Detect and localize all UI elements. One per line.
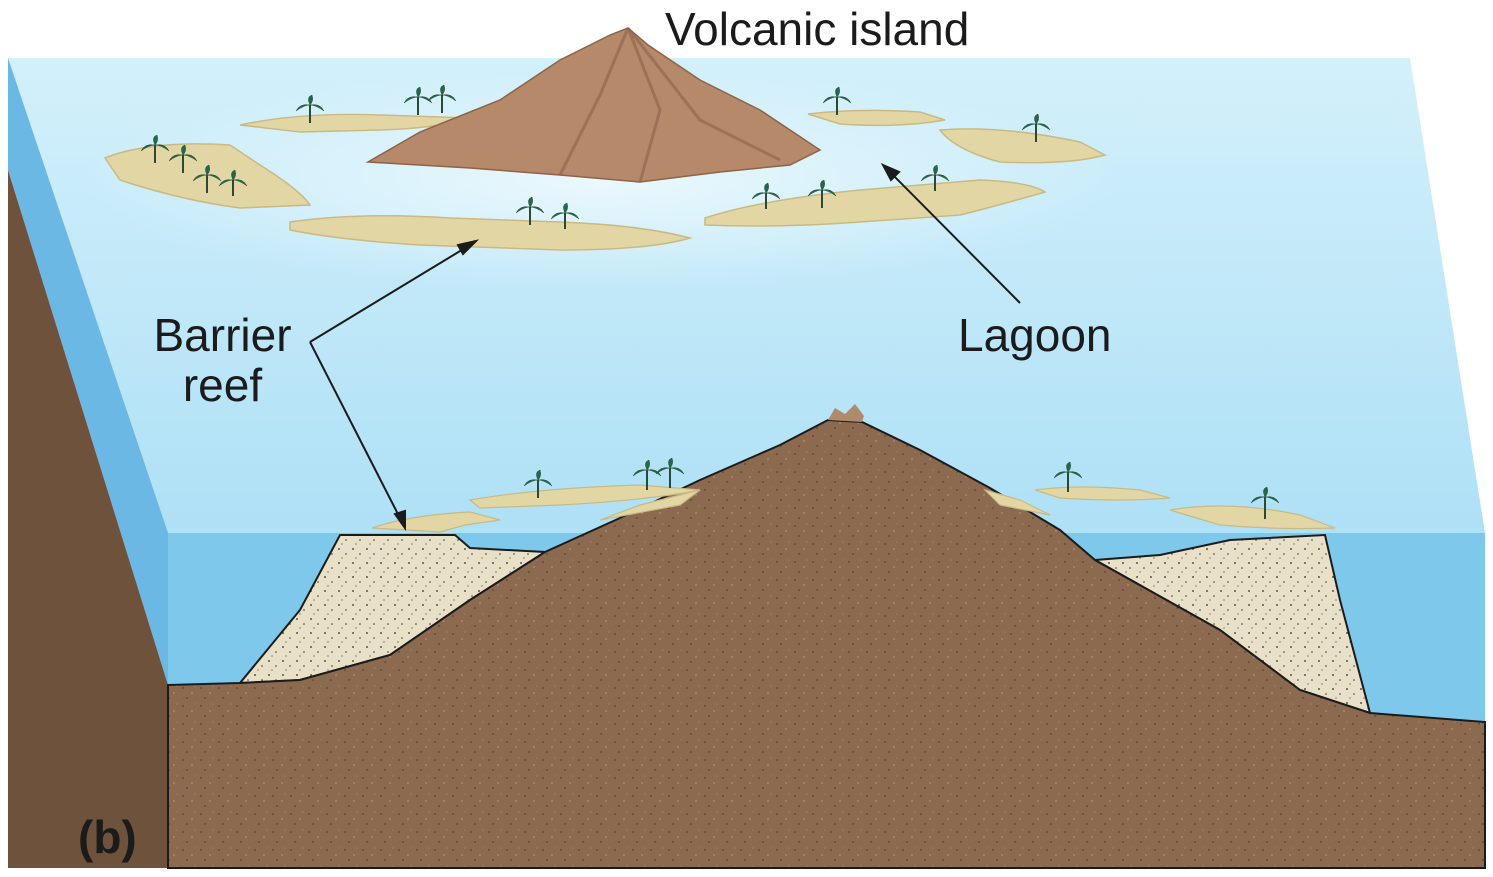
barrier-reef-label-line1: Barrier xyxy=(153,309,292,361)
lagoon-label: Lagoon xyxy=(958,309,1112,361)
rock-side-left xyxy=(8,170,168,868)
palm-trees xyxy=(140,84,1280,519)
barrier-reef-islands-near xyxy=(371,484,1336,533)
ocean-side-left xyxy=(8,58,168,685)
barrier-reef-label: Barrier reef xyxy=(110,310,335,410)
volcano-cross-section xyxy=(167,418,1486,869)
leader-arrows xyxy=(309,162,1021,532)
panel-label: (b) xyxy=(78,811,137,863)
volcano-ridge-shading xyxy=(558,27,781,183)
volcano-summit-crags xyxy=(828,404,864,422)
volcanic-island-label: Volcanic island xyxy=(665,3,970,55)
barrier-reef-label-line2: reef xyxy=(182,359,263,411)
